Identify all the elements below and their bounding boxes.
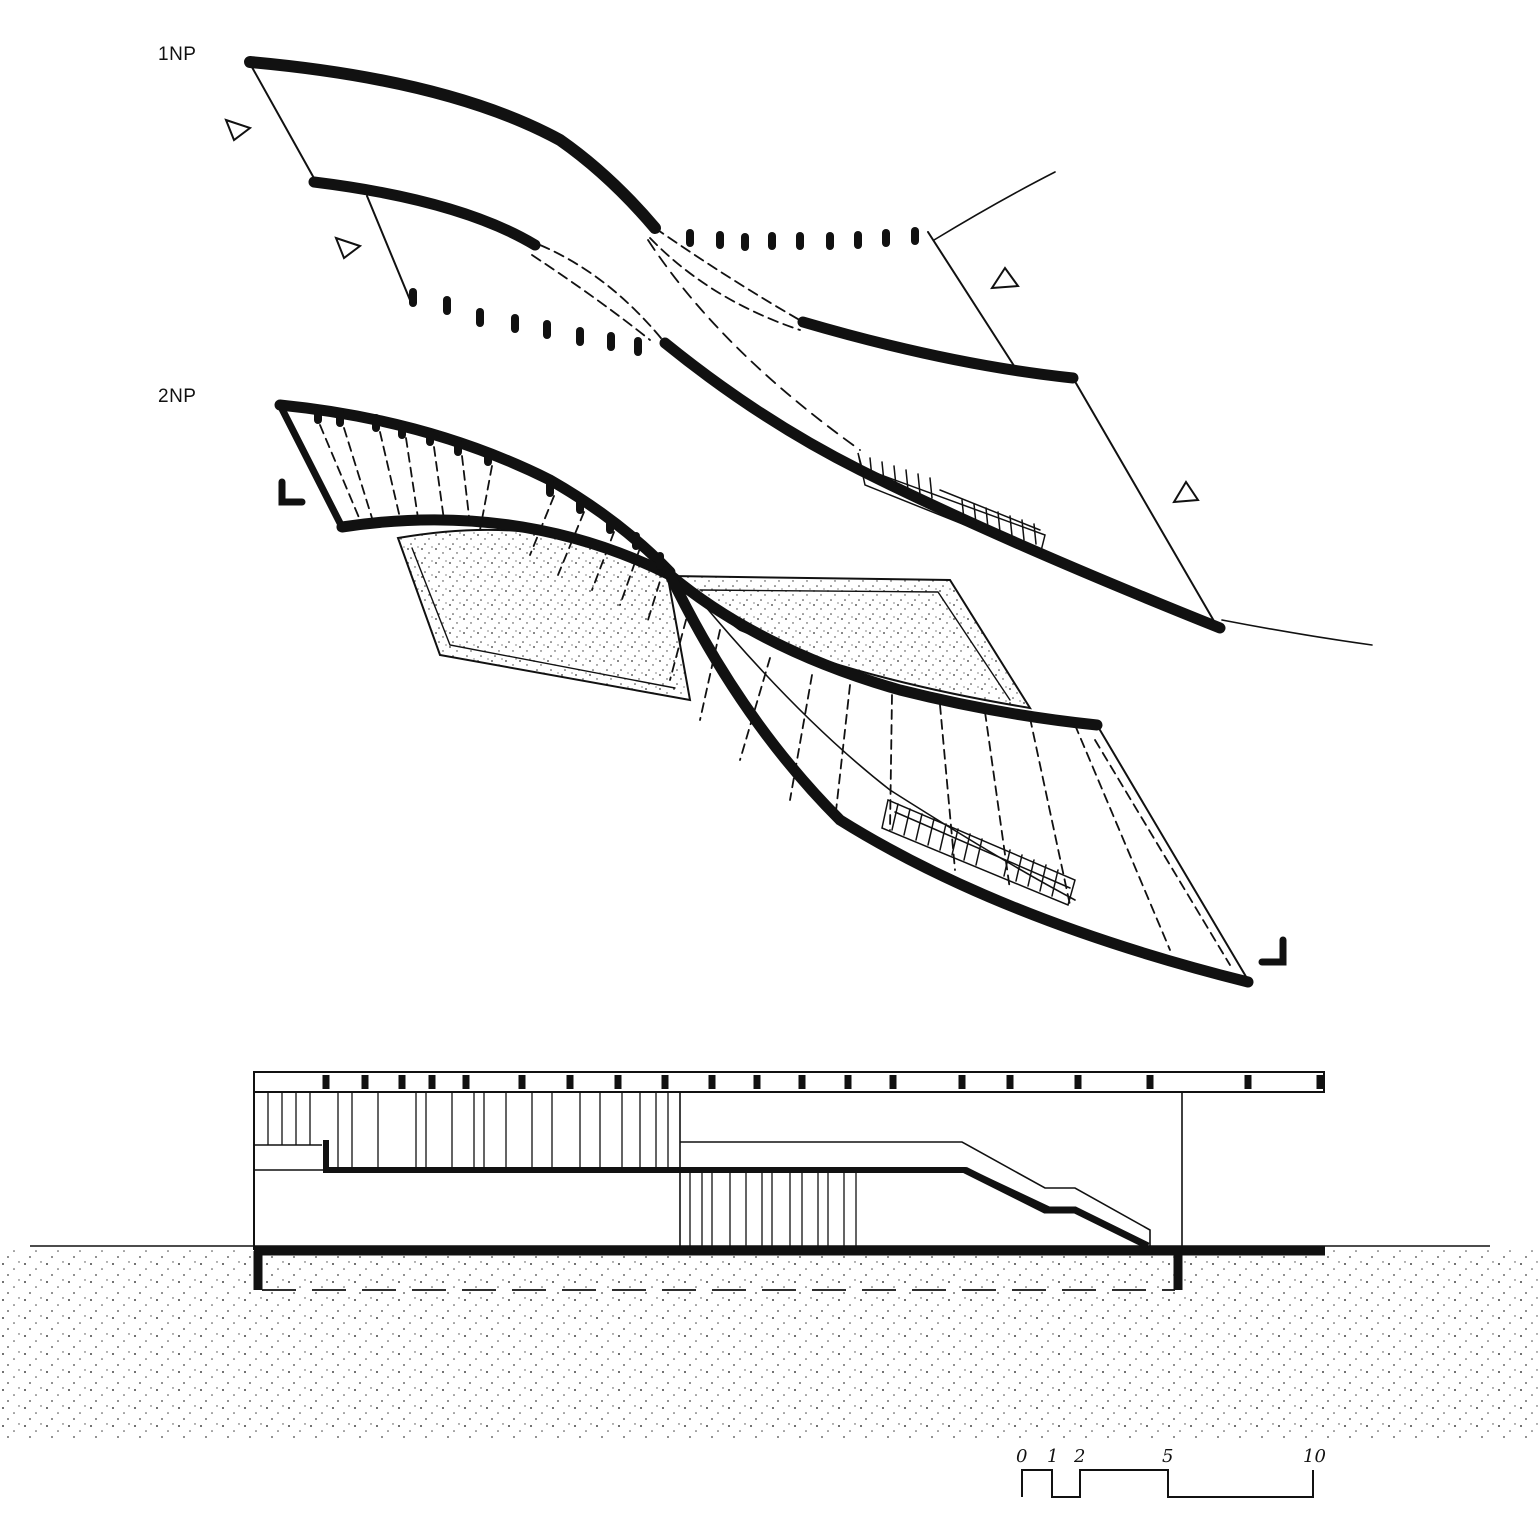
terrace-panel-left-inner <box>411 547 676 689</box>
plan-2-wall-top <box>274 399 676 578</box>
plan-1-columns-lower <box>409 288 642 356</box>
scale-tick-label: 2 <box>1073 1446 1085 1467</box>
scale-tick-label: 5 <box>1162 1446 1173 1467</box>
scale-bar: 0 1 2 5 10 <box>1016 1446 1326 1498</box>
scale-tick-label: 10 <box>1303 1446 1326 1467</box>
plan-2-wall-bottom <box>664 569 1254 988</box>
plan-1-dash-b <box>531 254 651 341</box>
terrace-panel-right-inner <box>699 589 1011 701</box>
roof-slab <box>253 1071 1325 1093</box>
plan-1-dash-a <box>539 244 666 344</box>
ground-floor-plan <box>224 56 1373 646</box>
plan-1-dash-c <box>654 227 804 323</box>
plan-2-columns <box>314 406 664 570</box>
plan-2-dashed-glazing <box>319 424 1231 966</box>
plan-1-wall-bottom <box>659 337 1226 634</box>
entrance-triangle-icon <box>334 236 363 260</box>
section-stair-rail <box>680 1141 1151 1246</box>
plan-2-edge-right <box>1096 724 1249 981</box>
plan-2-wall-middle <box>336 514 1103 731</box>
section-marker-icon <box>1258 936 1287 966</box>
plan-1-dash-d <box>649 237 801 331</box>
upper-glazing-mullions <box>267 1092 669 1170</box>
roof-beams <box>322 1075 1324 1089</box>
entrance-triangle-icon <box>990 266 1020 290</box>
lower-glazing-mullions <box>689 1173 857 1248</box>
section-marker-icon <box>278 478 306 506</box>
plan-1-stair <box>857 452 1046 557</box>
terrain-contour-lower <box>1221 619 1373 646</box>
plan-1-edge-right-upper <box>927 231 1019 373</box>
plan-1-edge-left <box>247 59 316 181</box>
terrain-contour-upper <box>933 171 1056 241</box>
plan-2-edge-left <box>276 401 346 531</box>
plan-1-columns-upper <box>686 227 919 251</box>
plan-2-stair <box>881 798 1076 907</box>
entrance-triangle-icon <box>224 118 253 142</box>
plan-1-wall-top <box>244 56 661 234</box>
scale-bar-line <box>1021 1469 1314 1498</box>
scale-tick-label: 1 <box>1047 1446 1058 1467</box>
section-stair <box>963 1166 1150 1250</box>
entrance-triangle-icon <box>1172 480 1200 504</box>
plan-1-edge-inner <box>366 195 411 301</box>
plan-1-wall-middle <box>308 176 541 251</box>
plan-1-wall-right <box>797 316 1079 384</box>
scale-tick-label: 0 <box>1016 1446 1027 1467</box>
building-section <box>0 1071 1538 1440</box>
floor-label-2np: 2NP <box>158 386 197 407</box>
ground-stipple <box>0 1250 1538 1440</box>
plan-1-edge-right-lower <box>1072 377 1219 629</box>
plan-1-dash-e <box>647 239 861 451</box>
upper-floor-plan <box>274 399 1287 988</box>
floor-label-1np: 1NP <box>158 44 197 65</box>
upper-floor-slab <box>323 1140 1052 1213</box>
